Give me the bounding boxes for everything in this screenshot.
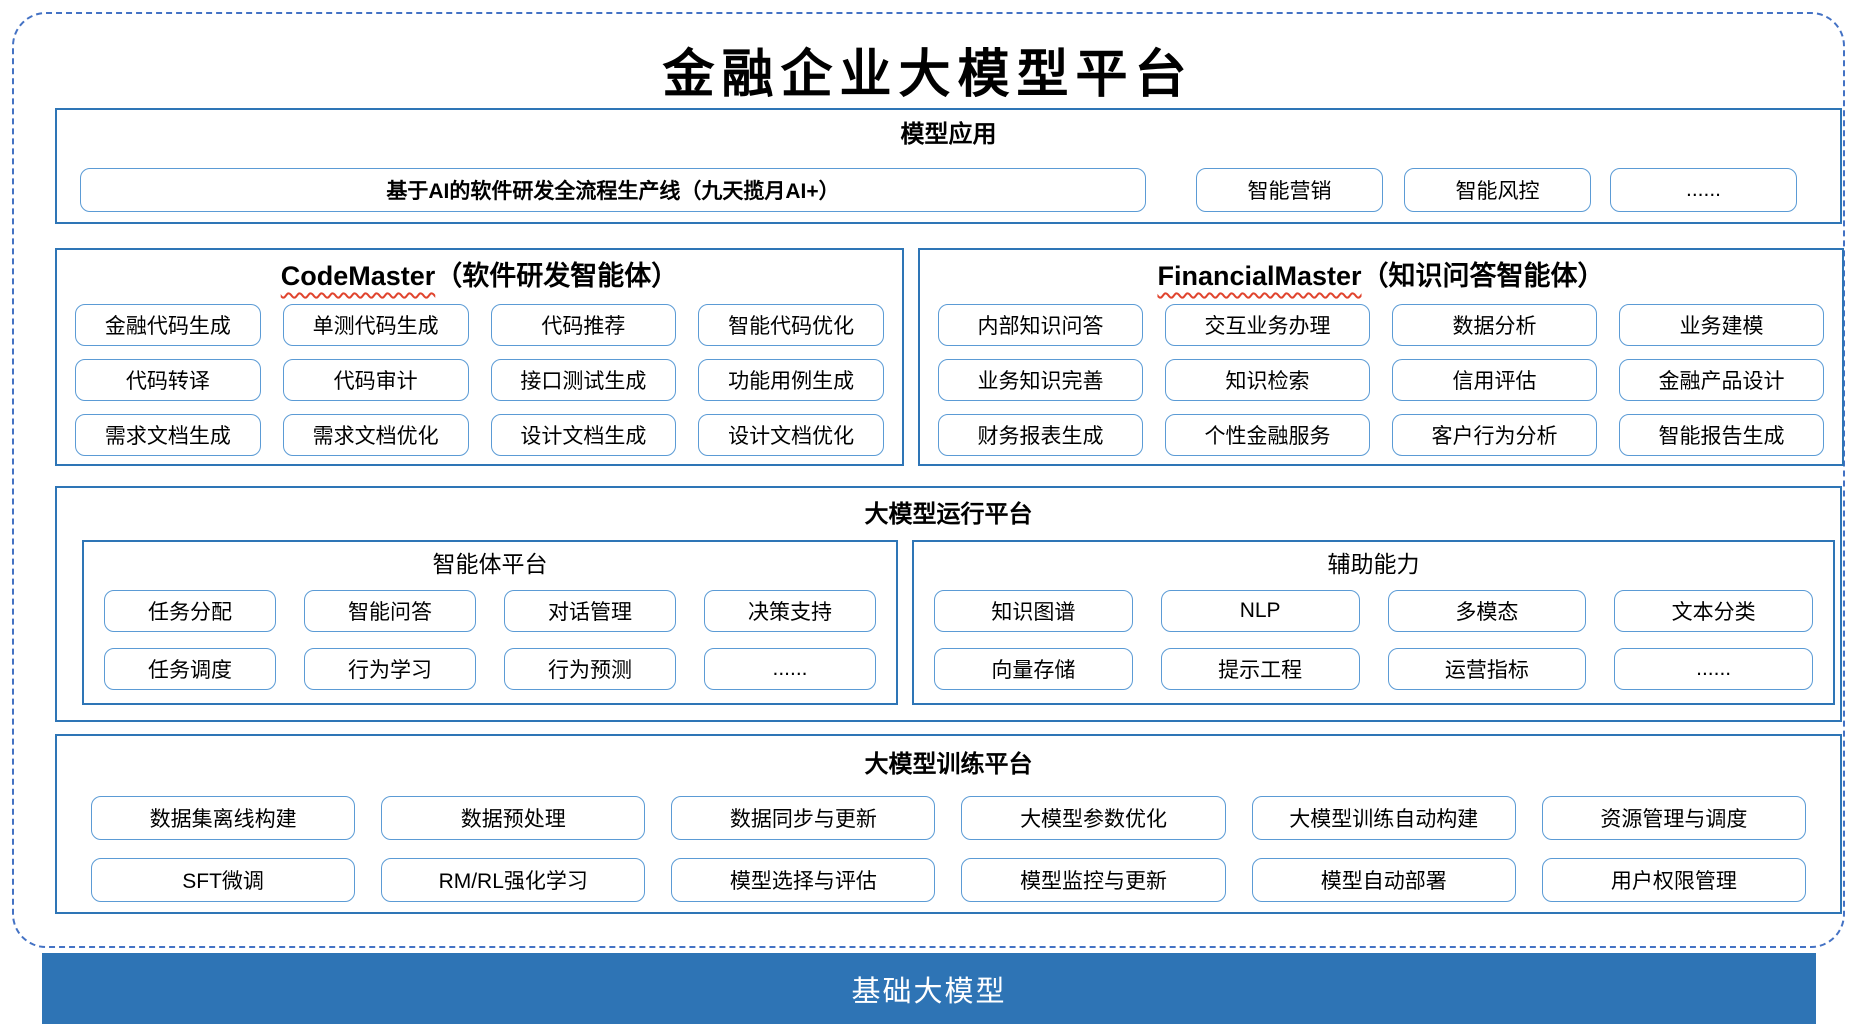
panel-agent-platform: 智能体平台 任务分配 智能问答 对话管理 决策支持 任务调度 行为学习 行为预测… bbox=[82, 540, 898, 705]
capability-box: ...... bbox=[1614, 648, 1813, 690]
panel-aux-ability: 辅助能力 知识图谱 NLP 多模态 文本分类 向量存储 提示工程 运营指标 ..… bbox=[912, 540, 1835, 705]
capability-box: 任务分配 bbox=[104, 590, 276, 632]
capability-box: 需求文档优化 bbox=[282, 414, 469, 456]
capability-box: 客户行为分析 bbox=[1392, 414, 1597, 456]
capability-box: 业务建模 bbox=[1619, 304, 1824, 346]
aux-ability-grid: 知识图谱 NLP 多模态 文本分类 向量存储 提示工程 运营指标 ...... bbox=[934, 590, 1813, 690]
capability-box: 用户权限管理 bbox=[1541, 858, 1806, 902]
capability-box: 设计文档生成 bbox=[490, 414, 677, 456]
training-platform-grid: 数据集离线构建 数据预处理 数据同步与更新 大模型参数优化 大模型训练自动构建 … bbox=[91, 796, 1806, 902]
capability-box: 决策支持 bbox=[704, 590, 876, 632]
aux-ability-header: 辅助能力 bbox=[1327, 551, 1420, 577]
financialmaster-capability-grid: 内部知识问答 交互业务办理 数据分析 业务建模 业务知识完善 知识检索 信用评估… bbox=[938, 304, 1824, 456]
capability-box: 交互业务办理 bbox=[1165, 304, 1370, 346]
capability-box: 对话管理 bbox=[504, 590, 676, 632]
capability-box: 内部知识问答 bbox=[938, 304, 1143, 346]
base-model-label: 基础大模型 bbox=[851, 975, 1007, 1008]
capability-box: 金融产品设计 bbox=[1619, 359, 1824, 401]
smart-risk-control-box: 智能风控 bbox=[1404, 168, 1591, 212]
capability-box: 财务报表生成 bbox=[938, 414, 1143, 456]
capability-box: 提示工程 bbox=[1160, 648, 1360, 690]
codemaster-title-en: CodeMaster bbox=[280, 261, 436, 291]
ai-dev-pipeline-box: 基于AI的软件研发全流程生产线（九天揽月AI+） bbox=[80, 168, 1146, 212]
capability-box: 大模型参数优化 bbox=[961, 796, 1226, 840]
capability-box: 金融代码生成 bbox=[75, 304, 261, 346]
financialmaster-title-en: FinancialMaster bbox=[1157, 261, 1362, 291]
capability-box: 数据分析 bbox=[1392, 304, 1597, 346]
capability-box: 功能用例生成 bbox=[698, 359, 884, 401]
capability-box: 智能问答 bbox=[304, 590, 476, 632]
financialmaster-title-zh: （知识问答智能体） bbox=[1361, 261, 1605, 291]
capability-box: 多模态 bbox=[1387, 590, 1587, 632]
section-codemaster: CodeMaster（软件研发智能体） 金融代码生成 单测代码生成 代码推荐 智… bbox=[55, 248, 904, 466]
capability-box: 数据集离线构建 bbox=[91, 796, 356, 840]
capability-box: 模型自动部署 bbox=[1251, 858, 1516, 902]
codemaster-header: CodeMaster（软件研发智能体） bbox=[75, 258, 884, 294]
capability-box: 模型监控与更新 bbox=[961, 858, 1226, 902]
capability-box: 资源管理与调度 bbox=[1541, 796, 1806, 840]
capability-box: RM/RL强化学习 bbox=[381, 858, 646, 902]
capability-box: 知识检索 bbox=[1165, 359, 1370, 401]
agent-platform-header: 智能体平台 bbox=[432, 551, 548, 577]
capability-box: 设计文档优化 bbox=[698, 414, 884, 456]
capability-box: 单测代码生成 bbox=[282, 304, 469, 346]
capability-box: 智能代码优化 bbox=[698, 304, 884, 346]
capability-box: 知识图谱 bbox=[934, 590, 1133, 632]
runtime-platform-header: 大模型运行平台 bbox=[864, 501, 1033, 528]
capability-box: NLP bbox=[1160, 590, 1360, 632]
capability-box: 代码审计 bbox=[282, 359, 469, 401]
capability-box: SFT微调 bbox=[91, 858, 356, 902]
capability-box: 数据预处理 bbox=[381, 796, 646, 840]
capability-box: 大模型训练自动构建 bbox=[1251, 796, 1516, 840]
capability-box: 个性金融服务 bbox=[1165, 414, 1370, 456]
capability-box: 代码转译 bbox=[75, 359, 261, 401]
capability-box: 行为预测 bbox=[504, 648, 676, 690]
capability-box: 模型选择与评估 bbox=[671, 858, 936, 902]
section-financialmaster: FinancialMaster（知识问答智能体） 内部知识问答 交互业务办理 数… bbox=[918, 248, 1844, 466]
capability-box: 行为学习 bbox=[304, 648, 476, 690]
capability-box: 数据同步与更新 bbox=[671, 796, 936, 840]
smart-marketing-box: 智能营销 bbox=[1196, 168, 1383, 212]
codemaster-capability-grid: 金融代码生成 单测代码生成 代码推荐 智能代码优化 代码转译 代码审计 接口测试… bbox=[75, 304, 884, 456]
capability-box: 接口测试生成 bbox=[490, 359, 677, 401]
section-model-applications: 模型应用 基于AI的软件研发全流程生产线（九天揽月AI+） 智能营销 智能风控 … bbox=[55, 108, 1842, 224]
capability-box: 运营指标 bbox=[1387, 648, 1587, 690]
base-model-bar: 基础大模型 bbox=[42, 953, 1816, 1024]
page-title: 金融企业大模型平台 bbox=[662, 44, 1194, 105]
capability-box: 向量存储 bbox=[934, 648, 1133, 690]
agent-platform-grid: 任务分配 智能问答 对话管理 决策支持 任务调度 行为学习 行为预测 .....… bbox=[104, 590, 876, 690]
codemaster-title-zh: （软件研发智能体） bbox=[435, 261, 679, 291]
financialmaster-header: FinancialMaster（知识问答智能体） bbox=[938, 258, 1824, 294]
capability-box: 代码推荐 bbox=[490, 304, 677, 346]
capability-box: 信用评估 bbox=[1392, 359, 1597, 401]
model-applications-header: 模型应用 bbox=[900, 121, 997, 148]
training-platform-header: 大模型训练平台 bbox=[864, 751, 1033, 778]
section-runtime-platform: 大模型运行平台 智能体平台 任务分配 智能问答 对话管理 决策支持 任务调度 行… bbox=[55, 486, 1842, 722]
capability-box: 任务调度 bbox=[104, 648, 276, 690]
section-training-platform: 大模型训练平台 数据集离线构建 数据预处理 数据同步与更新 大模型参数优化 大模… bbox=[55, 734, 1842, 914]
platform-outer-border bbox=[12, 12, 1845, 948]
more-applications-box: ...... bbox=[1610, 168, 1797, 212]
capability-box: 文本分类 bbox=[1614, 590, 1813, 632]
capability-box: 业务知识完善 bbox=[938, 359, 1143, 401]
capability-box: 智能报告生成 bbox=[1619, 414, 1824, 456]
capability-box: ...... bbox=[704, 648, 876, 690]
capability-box: 需求文档生成 bbox=[75, 414, 261, 456]
